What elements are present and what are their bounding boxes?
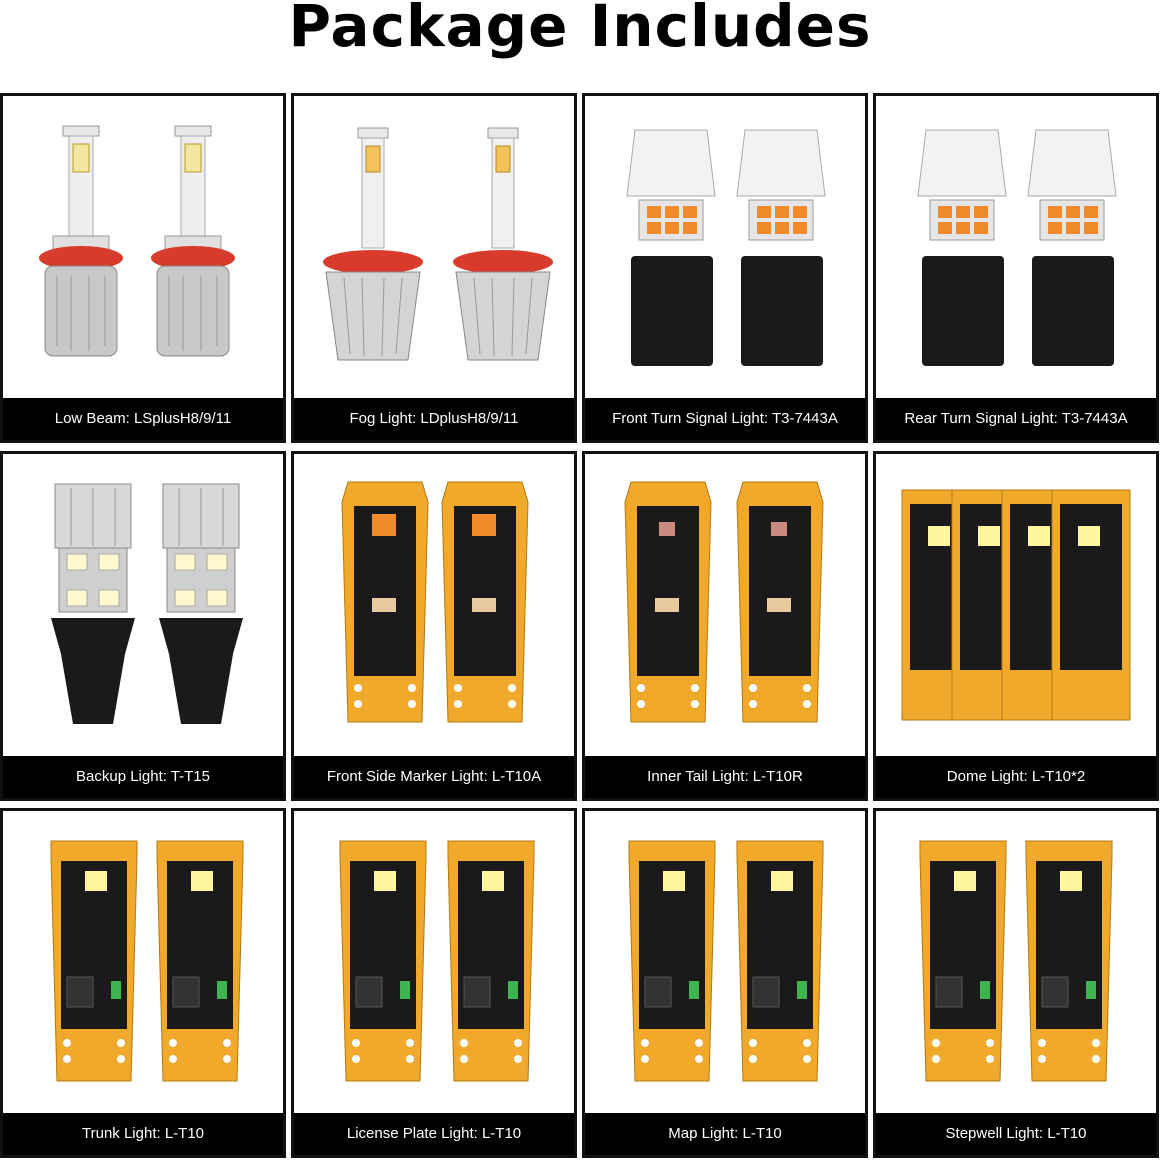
fog-bulb-pair-icon [294, 96, 574, 398]
product-caption: Map Light: L-T10 [585, 1113, 865, 1155]
product-caption: Rear Turn Signal Light: T3-7443A [876, 398, 1156, 440]
product-caption: Front Side Marker Light: L-T10A [294, 756, 574, 798]
product-card-dome-light: Dome Light: L-T10*2 [873, 451, 1159, 801]
product-card-stepwell-light: Stepwell Light: L-T10 [873, 808, 1159, 1158]
product-caption: Front Turn Signal Light: T3-7443A [585, 398, 865, 440]
turn-signal-bulb-pair-icon [876, 96, 1156, 398]
backup-bulb-pair-icon [3, 454, 283, 756]
product-card-front-turn-signal: Front Turn Signal Light: T3-7443A [582, 93, 868, 443]
product-caption: Dome Light: L-T10*2 [876, 756, 1156, 798]
t10-white-pair-icon [3, 811, 283, 1113]
product-caption: License Plate Light: L-T10 [294, 1113, 574, 1155]
product-card-license-plate-light: License Plate Light: L-T10 [291, 808, 577, 1158]
product-card-front-side-marker: Front Side Marker Light: L-T10A [291, 451, 577, 801]
headlight-bulb-pair-icon [3, 96, 283, 398]
product-caption: Fog Light: LDplusH8/9/11 [294, 398, 574, 440]
product-card-trunk-light: Trunk Light: L-T10 [0, 808, 286, 1158]
product-caption: Inner Tail Light: L-T10R [585, 756, 865, 798]
product-caption: Low Beam: LSplusH8/9/11 [3, 398, 283, 440]
turn-signal-bulb-pair-icon [585, 96, 865, 398]
product-caption: Trunk Light: L-T10 [3, 1113, 283, 1155]
product-caption: Backup Light: T-T15 [3, 756, 283, 798]
product-card-backup-light: Backup Light: T-T15 [0, 451, 286, 801]
t10-amber-pair-icon [294, 454, 574, 756]
t10-white-pair-icon [585, 811, 865, 1113]
page-title: Package Includes [288, 0, 872, 60]
t10-quad-icon [876, 454, 1156, 756]
product-card-rear-turn-signal: Rear Turn Signal Light: T3-7443A [873, 93, 1159, 443]
product-card-fog-light: Fog Light: LDplusH8/9/11 [291, 93, 577, 443]
product-card-low-beam: Low Beam: LSplusH8/9/11 [0, 93, 286, 443]
t10-white-pair-icon [876, 811, 1156, 1113]
product-card-inner-tail-light: Inner Tail Light: L-T10R [582, 451, 868, 801]
product-card-map-light: Map Light: L-T10 [582, 808, 868, 1158]
t10-white-pair-icon [294, 811, 574, 1113]
product-caption: Stepwell Light: L-T10 [876, 1113, 1156, 1155]
t10-red-pair-icon [585, 454, 865, 756]
